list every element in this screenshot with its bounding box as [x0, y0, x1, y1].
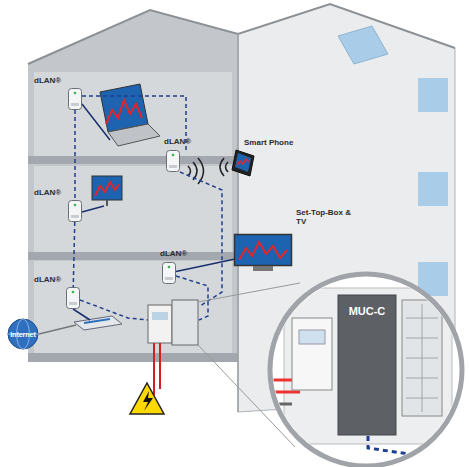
adapter-body [167, 151, 180, 172]
device-label: MUC-C [338, 305, 396, 317]
room [34, 72, 232, 156]
adapter-socket [165, 277, 173, 280]
tv-outline [234, 234, 292, 272]
adapter-outline [68, 200, 82, 222]
status-led [168, 266, 171, 269]
network-cable [82, 206, 104, 212]
zoom-line [198, 283, 300, 302]
tv-screen [235, 235, 292, 266]
router [74, 316, 122, 330]
dlan-adapter: dLAN® [66, 287, 80, 309]
device-label: dLAN® [34, 275, 61, 284]
network-cable [82, 104, 110, 140]
screen-graph [239, 242, 287, 260]
meter-display [152, 312, 168, 320]
phone-screen [235, 153, 251, 172]
network-cable [73, 309, 90, 320]
monitor-stand [106, 200, 108, 206]
adapter-outline [68, 88, 82, 110]
meter-display [299, 330, 325, 344]
floor-slab [28, 252, 238, 260]
adapter-outline [162, 262, 176, 284]
zoom-detail [268, 288, 464, 462]
window [418, 172, 448, 206]
screen-graph [237, 159, 249, 165]
dlan-adapter: dLAN® [68, 88, 82, 110]
zoom-circle [270, 274, 462, 466]
powerline-connector [176, 259, 234, 271]
device-label: dLAN® [164, 137, 191, 146]
breaker-rows [406, 304, 438, 412]
back-plate [284, 288, 452, 444]
router-stripe [84, 319, 110, 323]
status-led [72, 291, 75, 294]
status-led [172, 154, 175, 157]
device-label: Set-Top-Box & TV [296, 208, 352, 226]
gateway-box: MUC-C [338, 295, 396, 435]
status-led [74, 92, 77, 95]
house-corner [237, 34, 239, 412]
adapter-body [69, 201, 82, 222]
electric-meter [148, 305, 172, 343]
roof-edge [28, 4, 455, 64]
mains-wire [154, 343, 160, 395]
electric-meter [292, 318, 332, 390]
device-label: dLAN® [34, 76, 61, 85]
fuse-box [172, 300, 198, 345]
dlan-adapter: dLAN® [162, 262, 176, 284]
adapter-body [67, 288, 80, 309]
dlan-adapter: dLAN® [68, 200, 82, 222]
tv-stand [253, 266, 273, 271]
device-label: Internet [1, 330, 45, 339]
floor-slab [28, 156, 238, 164]
screen-graph [95, 182, 119, 196]
adapter-body [69, 89, 82, 110]
laptop-base [108, 124, 160, 146]
powerline [80, 300, 148, 320]
wifi-waves [220, 158, 228, 176]
wifi-waves [188, 158, 204, 184]
status-led [74, 204, 77, 207]
muc-box [338, 295, 396, 435]
powerline [180, 172, 222, 306]
adapter-socket [69, 302, 77, 305]
breaker-panel [402, 300, 442, 416]
dlan-adapter: dLAN® [166, 150, 180, 172]
monitor-screen [92, 176, 122, 200]
room [34, 261, 232, 353]
powerline [368, 436, 464, 462]
device-label: dLAN® [34, 188, 61, 197]
globe-node: Internet [7, 318, 39, 350]
powerline-connector [74, 110, 76, 200]
lightning-bolt [143, 391, 153, 411]
phone-node: Smart Phone [232, 150, 254, 176]
phone-outline [232, 150, 254, 176]
adapter-socket [71, 103, 79, 106]
adapter-outline [66, 287, 80, 309]
mains-wire [268, 403, 292, 406]
side-wall [28, 10, 238, 362]
phone-body [232, 150, 254, 176]
laptop-screen [100, 84, 148, 132]
tv-node: Set-Top-Box & TV [234, 234, 292, 272]
device-label: Smart Phone [244, 138, 293, 147]
adapter-socket [71, 215, 79, 218]
skylight [338, 26, 388, 64]
adapter-body [163, 263, 176, 284]
powerline-connector [73, 222, 74, 287]
adapter-outline [166, 150, 180, 172]
screen-graph [106, 100, 142, 124]
adapter-socket [169, 165, 177, 168]
device-label: dLAN® [160, 249, 187, 258]
warning-triangle [130, 383, 164, 414]
window [418, 78, 448, 112]
network-cable [39, 325, 76, 334]
